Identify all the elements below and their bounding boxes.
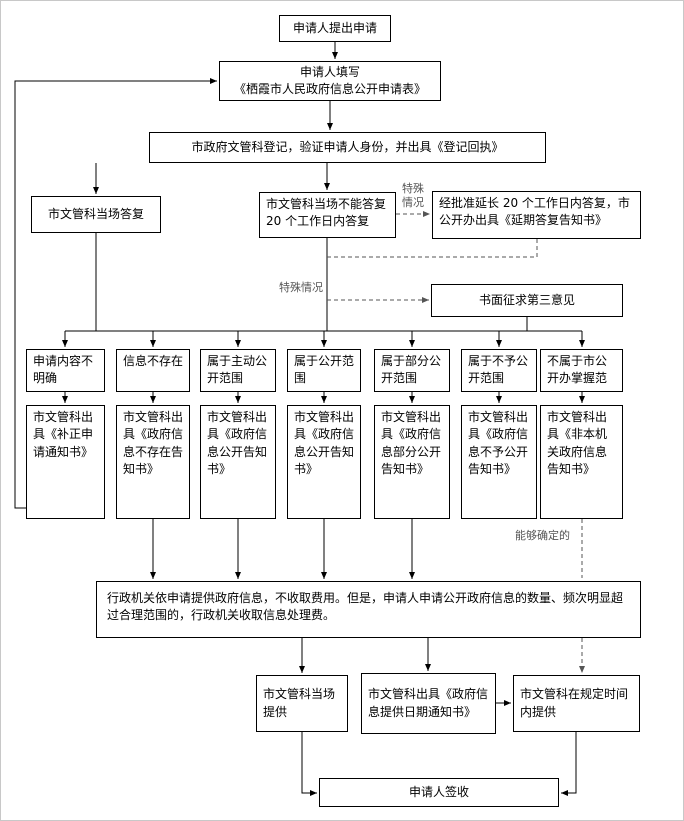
node-condition-partial: 属于部分公开范围: [374, 349, 450, 392]
node-action-not-exist-notice: 市文管科出具《政府信息不存在告知书》: [116, 405, 190, 519]
node-action-correction-notice: 市文管科出具《补正申请通知书》: [26, 405, 105, 519]
node-reply-extended: 经批准延长 20 个工作日内答复，市公开办出具《延期答复告知书》: [432, 191, 641, 239]
fill-form-line1: 申请人填写: [299, 64, 360, 79]
node-condition-unclear: 申请内容不明确: [26, 349, 105, 392]
node-provide-onspot: 市文管科当场提供: [256, 675, 348, 732]
node-action-refuse-notice: 市文管科出具《政府信息不予公开告知书》: [461, 405, 537, 519]
label-special-case-horizontal: 特殊情况: [279, 281, 323, 294]
flow-edges-solid: [14, 42, 585, 796]
fill-form-line2: 《栖霞市人民政府信息公开申请表》: [233, 82, 426, 96]
node-reply-within20: 市文管科当场不能答复 20 个工作日内答复: [259, 192, 396, 238]
node-provide-intime: 市文管科在规定时间内提供: [513, 675, 640, 732]
node-reply-onspot: 市文管科当场答复: [31, 196, 161, 233]
fill-form-text: 申请人填写 《栖霞市人民政府信息公开申请表》: [234, 64, 426, 99]
node-register: 市政府文管科登记，验证申请人身份，并出具《登记回执》: [149, 132, 546, 163]
node-condition-refuse: 属于不予公开范围: [461, 349, 537, 392]
node-condition-public: 属于公开范围: [287, 349, 361, 392]
node-start: 申请人提出申请: [279, 15, 391, 42]
node-third-party: 书面征求第三意见: [431, 284, 623, 317]
node-action-disclosure-notice-1: 市文管科出具《政府信息公开告知书》: [200, 405, 276, 519]
node-action-partial-notice: 市文管科出具《政府信息部分公开告知书》: [374, 405, 450, 519]
edge-provide-onspot-to-sign: [301, 732, 317, 796]
edge-extended-return: [327, 239, 538, 258]
node-action-other-agency-notice: 市文管科出具《非本机关政府信息告知书》: [540, 405, 623, 519]
node-provide-notice: 市文管科出具《政府信息提供日期通知书》: [361, 673, 496, 734]
node-condition-proactive: 属于主动公开范围: [200, 349, 276, 392]
flow-edges-dashed: [327, 211, 582, 673]
node-sign: 申请人签收: [319, 778, 559, 807]
label-special-case-vertical: 特殊情况: [402, 182, 424, 210]
node-condition-not-held: 不属于市公开办掌握范: [540, 349, 623, 392]
node-condition-not-exist: 信息不存在: [116, 349, 190, 392]
node-action-disclosure-notice-2: 市文管科出具《政府信息公开告知书》: [287, 405, 361, 519]
edge-feedback-loop: [14, 78, 217, 509]
label-determinable: 能够确定的: [515, 529, 570, 542]
node-fill-form: 申请人填写 《栖霞市人民政府信息公开申请表》: [219, 61, 441, 101]
edge-provide-intime-to-sign: [561, 732, 577, 796]
node-fee-notice: 行政机关依申请提供政府信息，不收取费用。但是，申请人申请公开政府信息的数量、频次…: [96, 581, 641, 638]
